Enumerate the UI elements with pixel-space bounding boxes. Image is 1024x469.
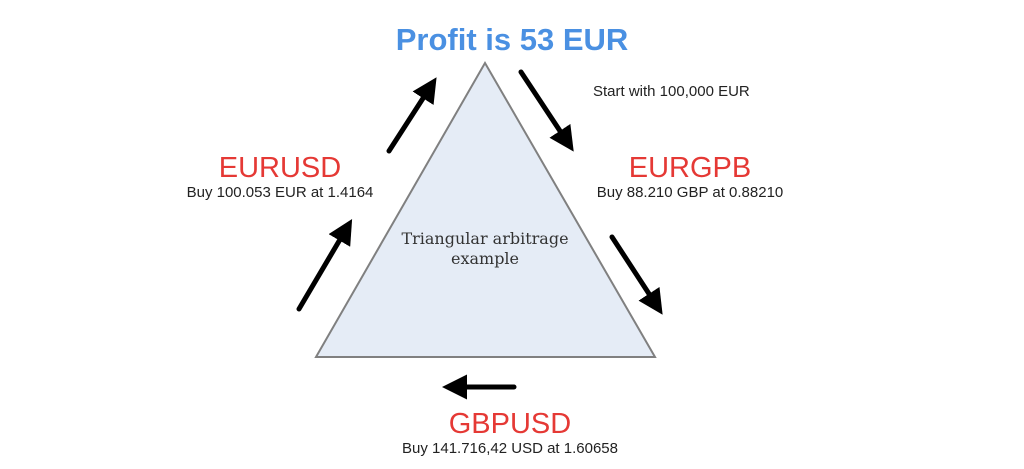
triangle: [314, 60, 657, 358]
center-label: Triangular arbitrage example: [385, 229, 585, 269]
trade-text: Buy 141.716,42 USD at 1.60658: [402, 440, 618, 457]
leg-eurgpb: EURGPB Buy 88.210 GBP at 0.88210: [570, 152, 810, 202]
center-label-line1: Triangular arbitrage: [401, 229, 569, 248]
profit-title: Profit is 53 EUR: [395, 22, 629, 57]
start-note: Start with 100,000 EUR: [593, 83, 750, 100]
pair-label: EURUSD: [218, 152, 342, 184]
arrow-upper-left-icon: [386, 77, 437, 154]
arrow-top-right-icon: [518, 69, 574, 152]
leg-gbpusd: GBPUSD Buy 141.716,42 USD at 1.60658: [350, 408, 670, 458]
pair-label: GBPUSD: [448, 408, 572, 440]
center-label-line2: example: [450, 249, 520, 268]
pair-label: EURGPB: [628, 152, 752, 184]
leg-eurusd: EURUSD Buy 100.053 EUR at 1.4164: [160, 152, 400, 202]
trade-text: Buy 88.210 GBP at 0.88210: [596, 184, 784, 201]
arrow-bottom-right-icon: [609, 234, 663, 315]
trade-text: Buy 100.053 EUR at 1.4164: [186, 184, 374, 201]
arrow-lower-left-icon: [296, 218, 353, 312]
